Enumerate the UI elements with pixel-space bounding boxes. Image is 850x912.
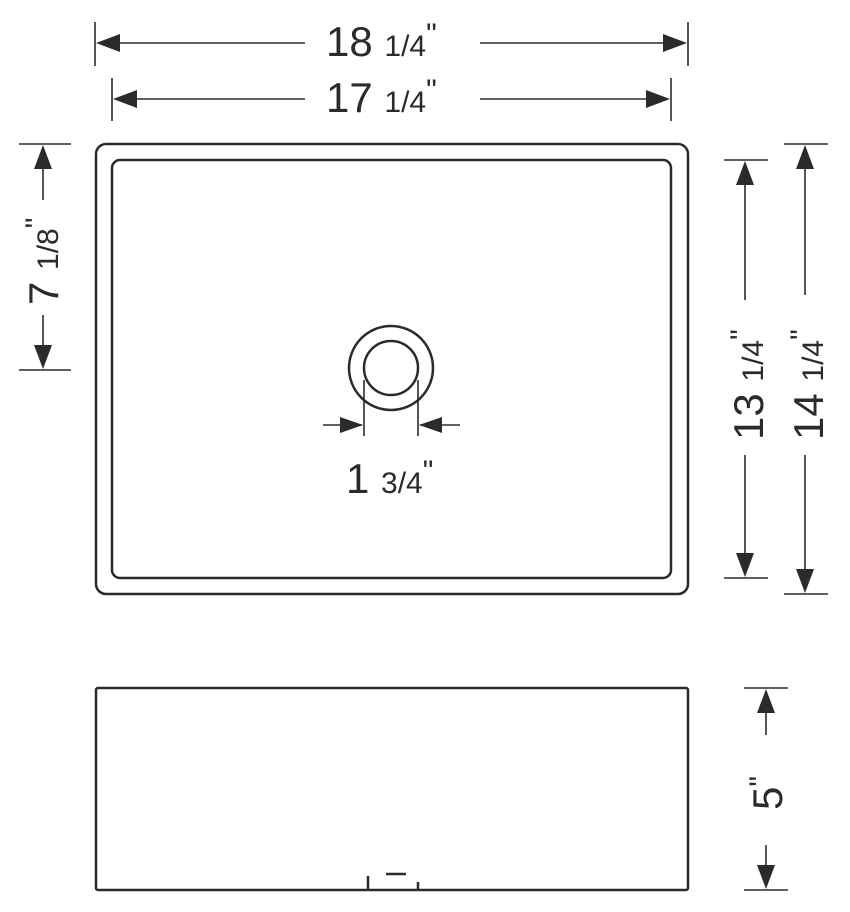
- drain-diameter-dimension: 1 3/4": [323, 380, 460, 502]
- inner-depth-dimension: 13 1/4": [724, 159, 772, 579]
- inch-mark: ": [744, 776, 777, 787]
- outer-width-whole: 18: [326, 18, 373, 65]
- drain-offset-whole: 7: [20, 282, 67, 305]
- inch-mark: ": [20, 218, 53, 229]
- inch-mark: ": [426, 18, 437, 51]
- svg-text:18 1/4": 18 1/4": [326, 18, 437, 65]
- height-whole: 5: [744, 787, 791, 810]
- svg-text:13 1/4": 13 1/4": [725, 329, 772, 440]
- inner-width-dimension: 17 1/4": [111, 74, 672, 121]
- svg-text:1 3/4": 1 3/4": [346, 455, 433, 502]
- drain-offset-frac: 1/8: [32, 228, 65, 270]
- outer-depth-dimension: 14 1/4": [784, 143, 832, 595]
- inch-mark: ": [423, 455, 434, 488]
- drain-front-detail: [366, 872, 420, 890]
- sink-outer-outline: [94, 142, 690, 596]
- inner-width-whole: 17: [326, 74, 373, 121]
- drain-diameter-whole: 1: [346, 455, 369, 502]
- outer-width-frac: 1/4: [384, 30, 426, 63]
- svg-text:14 1/4": 14 1/4": [785, 329, 832, 440]
- inch-mark: ": [785, 329, 818, 340]
- svg-text:17 1/4": 17 1/4": [326, 74, 437, 121]
- inch-mark: ": [725, 329, 758, 340]
- drain-offset-dimension: 7 1/8": [19, 143, 71, 371]
- svg-text:5": 5": [744, 776, 791, 810]
- outer-depth-whole: 14: [785, 393, 832, 440]
- drain-diameter-frac: 3/4: [381, 467, 423, 500]
- height-dimension: 5": [744, 687, 791, 891]
- inner-depth-frac: 1/4: [737, 340, 770, 382]
- drain-inner: [362, 339, 420, 397]
- inner-depth-whole: 13: [725, 393, 772, 440]
- svg-text:7 1/8": 7 1/8": [20, 218, 67, 305]
- inch-mark: ": [426, 74, 437, 107]
- sink-front-view: [94, 686, 690, 892]
- sink-inner-basin: [110, 158, 673, 580]
- inner-width-frac: 1/4: [384, 86, 426, 119]
- outer-depth-frac: 1/4: [797, 340, 830, 382]
- drain-outer: [347, 324, 435, 412]
- outer-width-dimension: 18 1/4": [94, 18, 689, 66]
